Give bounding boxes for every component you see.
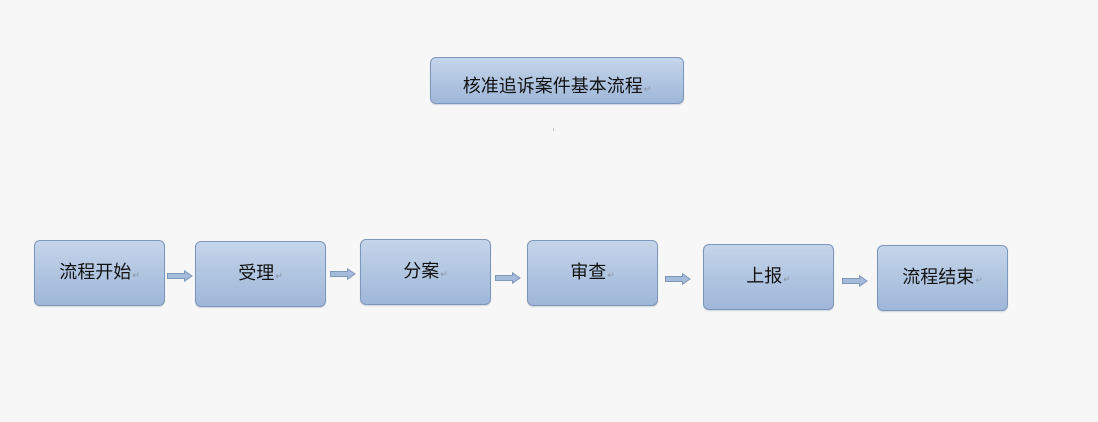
flow-arrow-icon xyxy=(665,273,691,285)
flow-arrow-icon xyxy=(167,270,193,282)
flow-arrow-icon xyxy=(330,268,356,280)
step-label: 流程结束 xyxy=(902,267,975,288)
step-label-wrap: 流程结束↵ xyxy=(902,263,983,289)
flowchart-title: 核准追诉案件基本流程↵ xyxy=(463,72,652,98)
step-label-wrap: 审查↵ xyxy=(570,258,615,284)
stray-mark xyxy=(553,128,554,131)
step-label-wrap: 流程开始↵ xyxy=(59,258,140,284)
step-box-review: 审查↵ xyxy=(527,240,658,306)
step-label: 受理 xyxy=(238,263,275,284)
paragraph-mark-icon: ↵ xyxy=(440,270,448,280)
step-label-wrap: 上报↵ xyxy=(746,262,791,288)
flowchart-title-text: 核准追诉案件基本流程 xyxy=(462,76,643,97)
step-box-start: 流程开始↵ xyxy=(34,240,165,306)
flow-arrow-icon xyxy=(842,275,868,287)
step-label: 上报 xyxy=(746,266,783,287)
step-box-assign: 分案↵ xyxy=(360,239,491,305)
paragraph-mark-icon: ↵ xyxy=(275,272,283,282)
paragraph-mark-icon: ↵ xyxy=(975,276,983,286)
step-box-report: 上报↵ xyxy=(703,244,834,310)
paragraph-mark-icon: ↵ xyxy=(643,85,652,95)
flow-arrow-icon xyxy=(495,272,521,284)
step-box-end: 流程结束↵ xyxy=(877,245,1008,311)
step-box-accept: 受理↵ xyxy=(195,241,326,307)
step-label-wrap: 受理↵ xyxy=(238,259,283,285)
flowchart-title-box: 核准追诉案件基本流程↵ xyxy=(430,57,684,104)
step-label: 流程开始 xyxy=(59,262,132,283)
paragraph-mark-icon: ↵ xyxy=(783,275,791,285)
step-label-wrap: 分案↵ xyxy=(403,257,448,283)
step-label: 审查 xyxy=(570,262,607,283)
step-label: 分案 xyxy=(403,261,440,282)
paragraph-mark-icon: ↵ xyxy=(132,271,140,281)
paragraph-mark-icon: ↵ xyxy=(607,271,615,281)
